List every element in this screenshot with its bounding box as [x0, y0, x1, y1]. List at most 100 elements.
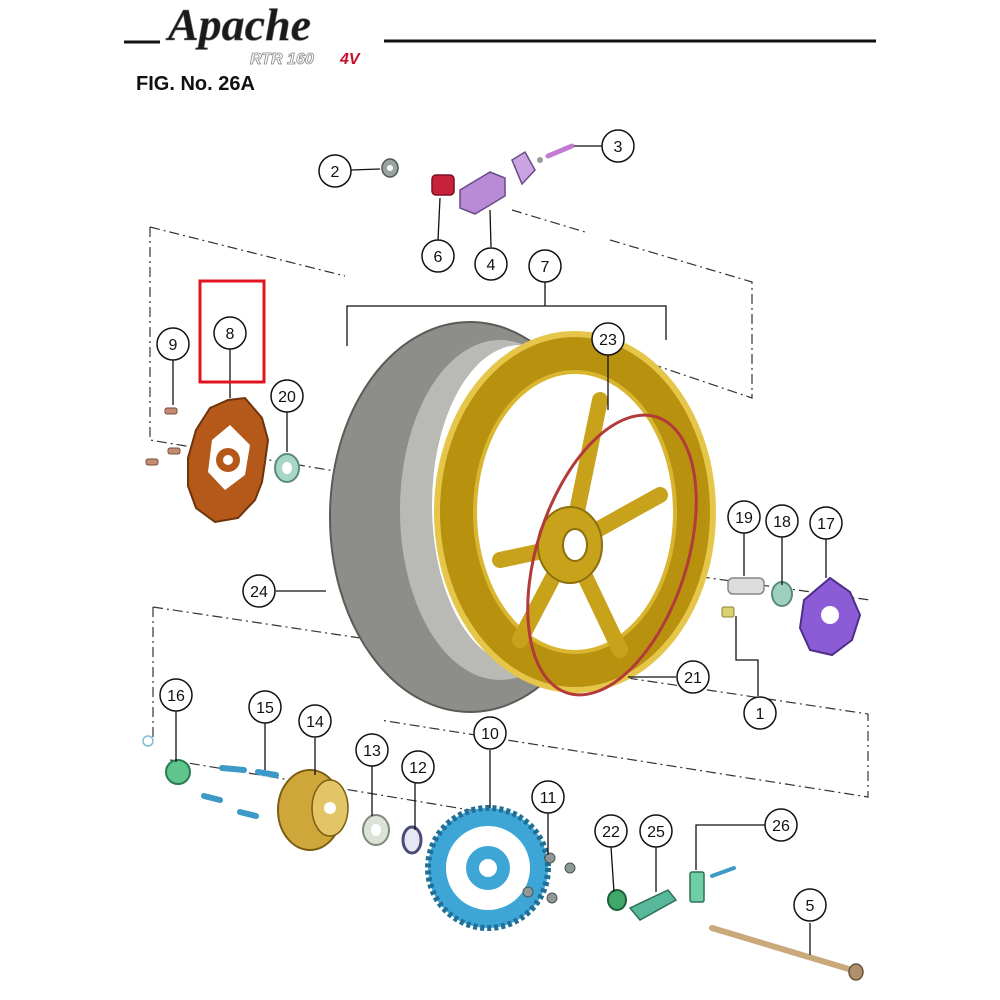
callout-number: 18 [773, 514, 791, 531]
distance-collar [607, 889, 627, 911]
callout-number: 21 [684, 670, 702, 687]
callout-number: 7 [541, 259, 550, 276]
callout-circle [594, 814, 628, 848]
callout-number: 22 [602, 824, 620, 841]
bottom-collar [142, 735, 191, 785]
callout-circle [765, 504, 799, 538]
callout-circle [528, 249, 562, 283]
callout-14: 14 [298, 704, 332, 738]
callout-number: 23 [599, 332, 617, 349]
callout-number: 1 [756, 706, 765, 723]
callout-circle [473, 716, 507, 750]
callout-number: 4 [487, 257, 496, 274]
callout-number: 12 [409, 760, 427, 777]
callout-3: 3 [601, 129, 635, 163]
callout-number: 2 [331, 164, 340, 181]
axle-nut [381, 158, 399, 178]
hub-bolts [201, 765, 279, 819]
callout-11: 11 [531, 780, 565, 814]
adjuster-plate [689, 866, 736, 903]
callout-10: 10 [473, 716, 507, 750]
callout-5: 5 [793, 888, 827, 922]
chain-adjuster-bracket [459, 150, 536, 215]
callout-number: 9 [169, 337, 178, 354]
callout-number: 20 [278, 389, 296, 406]
callout-22: 22 [594, 814, 628, 848]
rear-wheel-rim [434, 331, 716, 693]
callout-circle [401, 750, 435, 784]
callout-1: 1 [743, 696, 777, 730]
callout-circle [248, 690, 282, 724]
callout-circle [159, 678, 193, 712]
callout-circle [242, 574, 276, 608]
callout-2: 2 [318, 154, 352, 188]
sprocket-nuts [522, 852, 576, 904]
callout-19: 19 [727, 500, 761, 534]
callout-circle [270, 379, 304, 413]
callout-15: 15 [248, 690, 282, 724]
callout-number: 10 [481, 726, 499, 743]
callout-number: 15 [256, 700, 274, 717]
callout-12: 12 [401, 750, 435, 784]
disc-bolts [145, 407, 181, 466]
bearing-left [274, 453, 300, 483]
bolt-right [721, 606, 735, 618]
coupling-rubber [798, 576, 862, 657]
collar [431, 174, 455, 196]
rim-tape [526, 413, 698, 697]
adjuster-bolt [537, 143, 575, 163]
callout-number: 8 [226, 326, 235, 343]
callout-number: 14 [306, 714, 324, 731]
callout-circle [421, 239, 455, 273]
oil-seal [401, 825, 423, 855]
callout-number: 5 [806, 898, 815, 915]
callout-number: 26 [772, 818, 790, 835]
callout-25: 25 [639, 814, 673, 848]
hub-bearing [362, 814, 390, 846]
callout-circle [298, 704, 332, 738]
callout-number: 16 [167, 688, 185, 705]
callout-circle [676, 660, 710, 694]
callout-circle [743, 696, 777, 730]
callout-18: 18 [765, 504, 799, 538]
bearing-right [771, 581, 793, 607]
callout-13: 13 [355, 733, 389, 767]
brand-logo-suffix: 4V [339, 51, 361, 68]
highlight-box [198, 279, 266, 384]
callout-number: 13 [363, 743, 381, 760]
callout-leaders [172, 145, 827, 955]
rear-axle [709, 925, 864, 981]
callout-6: 6 [421, 239, 455, 273]
callout-4: 4 [474, 247, 508, 281]
chain-adjuster-right [628, 889, 678, 921]
callout-number: 11 [540, 790, 557, 807]
collar-right [727, 577, 765, 595]
callout-24: 24 [242, 574, 276, 608]
callout-circle [213, 316, 247, 350]
rear-hub [277, 769, 349, 851]
callout-9: 9 [156, 327, 190, 361]
callout-circle [639, 814, 673, 848]
brand-logo-model: RTR 160 [250, 51, 314, 68]
callout-circle [764, 808, 798, 842]
callout-circle [793, 888, 827, 922]
figure-title: FIG. No. 26A [136, 73, 255, 95]
callout-7: 7 [528, 249, 562, 283]
callout-26: 26 [764, 808, 798, 842]
callout-circle [727, 500, 761, 534]
callout-circle [156, 327, 190, 361]
callout-number: 3 [614, 139, 623, 156]
callout-circle [809, 506, 843, 540]
callout-17: 17 [809, 506, 843, 540]
callout-number: 24 [250, 584, 268, 601]
callout-number: 25 [647, 824, 665, 841]
callout-circle [318, 154, 352, 188]
brand-logo-apache: Apache [165, 0, 311, 50]
callout-number: 17 [817, 516, 835, 533]
callout-circle [355, 733, 389, 767]
callout-circle [601, 129, 635, 163]
callout-circle [591, 322, 625, 356]
callout-circle [531, 780, 565, 814]
callout-number: 6 [434, 249, 443, 266]
